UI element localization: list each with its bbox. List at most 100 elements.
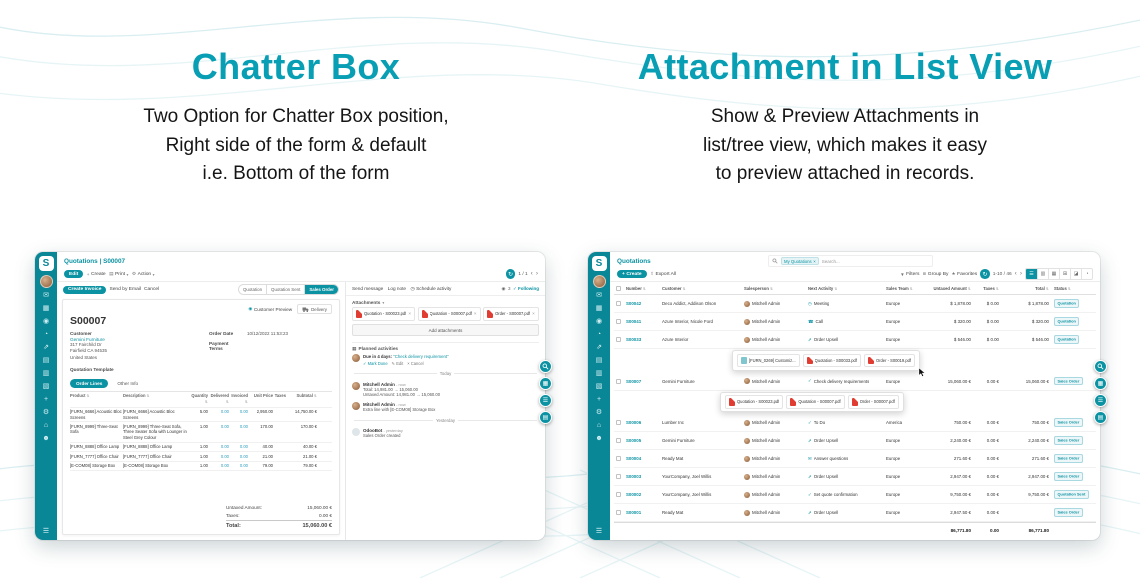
purchase-icon[interactable]: + — [596, 396, 602, 404]
row-checkbox[interactable] — [616, 438, 621, 443]
kanban-view-button[interactable]: ▥ — [1037, 269, 1048, 279]
export-all-button[interactable]: ⇧Export All — [650, 271, 677, 277]
float-list-button[interactable]: ☰ — [539, 394, 552, 407]
schedule-activity-tab[interactable]: ◷Schedule activity — [410, 285, 452, 292]
inventory-icon[interactable]: ▥ — [42, 370, 50, 378]
remove-attachment-icon[interactable]: × — [408, 311, 412, 317]
contacts-icon[interactable]: ◉ — [42, 318, 50, 326]
pager-next-icon[interactable]: › — [535, 270, 538, 277]
refresh-button[interactable]: ↻ — [980, 269, 990, 279]
next-activity-cell[interactable]: ⇗Order Upsell — [808, 509, 839, 516]
employees-icon[interactable]: ☻ — [595, 435, 603, 443]
pager-prev-icon[interactable]: ‹ — [1014, 270, 1017, 277]
float-search-button[interactable] — [539, 360, 552, 373]
add-attachments-button[interactable]: Add attachments — [352, 324, 539, 336]
print-button[interactable]: ▤Print▾ — [109, 271, 129, 277]
search-input[interactable]: My Quotations× Search... — [768, 255, 933, 267]
next-activity-cell[interactable]: ✓Set quote confirmation — [808, 491, 858, 498]
user-avatar[interactable] — [39, 274, 53, 288]
attachment-chip[interactable]: Order - S00007.pdf× — [483, 307, 539, 321]
app-logo[interactable]: S — [38, 256, 54, 271]
order-date-value[interactable]: 10/12/2022 11:53:23 — [247, 331, 288, 336]
sales-icon[interactable]: ⇗ — [43, 344, 49, 352]
attachment-chip[interactable]: Quotation - S00007.pdf — [786, 395, 845, 409]
row-checkbox[interactable] — [616, 378, 621, 384]
order-line-row[interactable]: [FURN_6666] Acoustic Bloc Screens[FURN_6… — [70, 408, 332, 423]
graph-view-button[interactable]: ◪ — [1070, 269, 1081, 279]
next-activity-cell[interactable]: ⇗Order Upsell — [808, 437, 839, 444]
next-activity-cell[interactable]: ◷Meeting — [808, 300, 830, 307]
attachment-chip[interactable]: Order - S00019.pdf — [863, 353, 916, 367]
pager-next-icon[interactable]: › — [1019, 270, 1022, 277]
filters-button[interactable]: ▼Filters — [900, 271, 920, 277]
attachments-section-title[interactable]: Attachments▾ — [352, 299, 385, 305]
tab-order-lines[interactable]: Order Lines — [70, 378, 109, 388]
invoicing-icon[interactable]: ▧ — [42, 383, 50, 391]
order-line-row[interactable]: [FURN_7777] Office Chair[FURN_7777] Offi… — [70, 452, 332, 462]
settings-icon[interactable]: ☰ — [42, 527, 50, 535]
float-search-button[interactable] — [1094, 360, 1107, 373]
pager-prev-icon[interactable]: ‹ — [530, 270, 533, 277]
calendar-icon[interactable]: ▦ — [42, 305, 50, 313]
attachment-chip[interactable]: Quotation - S00033.pdf — [802, 353, 861, 367]
breadcrumb[interactable]: Quotations | S00007 — [64, 257, 126, 265]
pivot-view-button[interactable]: ⊞ — [1059, 269, 1070, 279]
followers-icon[interactable]: ◉ — [501, 285, 506, 291]
cancel-button[interactable]: Cancel — [143, 287, 160, 292]
search-facet-my-quotations[interactable]: My Quotations× — [780, 257, 820, 265]
employees-icon[interactable]: ☻ — [42, 435, 50, 443]
manufacturing-icon[interactable]: ⚙ — [595, 409, 603, 417]
remove-facet-icon[interactable]: × — [813, 258, 816, 264]
following-button[interactable]: ✓ Following — [512, 285, 539, 291]
invoicing-icon[interactable]: ▧ — [595, 383, 603, 391]
row-checkbox[interactable] — [616, 420, 621, 425]
group-by-button[interactable]: ≣Group By — [922, 271, 949, 277]
dashboard-icon[interactable]: ▤ — [42, 357, 50, 365]
customer-preview-button[interactable]: ◉Customer Preview — [248, 306, 293, 312]
order-line-row[interactable]: [FURN_8999] Three-Seat Sofa[FURN_8999] T… — [70, 422, 332, 443]
select-all-checkbox[interactable] — [616, 285, 621, 291]
crm-icon[interactable]: ◔ — [596, 331, 602, 339]
contacts-icon[interactable]: ◉ — [595, 318, 603, 326]
float-bookmark-button[interactable]: ▤ — [1094, 411, 1107, 424]
app-logo[interactable]: S — [591, 256, 607, 271]
row-checkbox[interactable] — [616, 301, 621, 306]
attachment-chip[interactable]: Quotation - S00007.pdf× — [417, 307, 481, 321]
crm-icon[interactable]: ◔ — [43, 331, 49, 339]
sales-icon[interactable]: ⇗ — [596, 344, 602, 352]
website-icon[interactable]: ⌂ — [596, 422, 602, 430]
status-quotation[interactable]: Quotation — [243, 287, 263, 292]
settings-icon[interactable]: ☰ — [595, 527, 603, 535]
create-invoice-button[interactable]: Create Invoice — [63, 285, 107, 294]
row-checkbox[interactable] — [616, 337, 621, 342]
inventory-icon[interactable]: ▥ — [595, 370, 603, 378]
edit-button[interactable]: Edit — [64, 270, 84, 278]
attachment-chip[interactable]: Order - S00007.pdf — [847, 395, 899, 409]
next-activity-cell[interactable]: ⇗Order Upsell — [808, 473, 839, 480]
next-activity-cell[interactable]: ✓Check delivery requirements — [808, 378, 870, 384]
calendar-icon[interactable]: ▦ — [595, 305, 603, 313]
order-line-row[interactable]: [E-COM08] Storage Box[E-COM08] Storage B… — [70, 462, 332, 471]
float-list-button[interactable]: ☰ — [1094, 394, 1107, 407]
status-quotation-sent[interactable]: Quotation Sent — [266, 285, 304, 294]
favorites-button[interactable]: ★Favorites — [951, 271, 978, 277]
order-line-row[interactable]: [FURN_8888] Office Lamp[FURN_8888] Offic… — [70, 443, 332, 453]
edit-activity-button[interactable]: ✎ Edit — [391, 361, 404, 367]
action-button[interactable]: ⚙Action▾ — [131, 271, 155, 277]
row-checkbox[interactable] — [616, 474, 621, 479]
discuss-icon[interactable]: ✉ — [43, 292, 49, 300]
next-activity-cell[interactable]: ⇗Order Upsell — [808, 336, 839, 343]
log-note-tab[interactable]: Log note — [387, 286, 407, 291]
create-button[interactable]: +Create — [86, 271, 106, 277]
delivery-smart-button[interactable]: Delivery — [297, 304, 332, 314]
manufacturing-icon[interactable]: ⚙ — [42, 409, 50, 417]
